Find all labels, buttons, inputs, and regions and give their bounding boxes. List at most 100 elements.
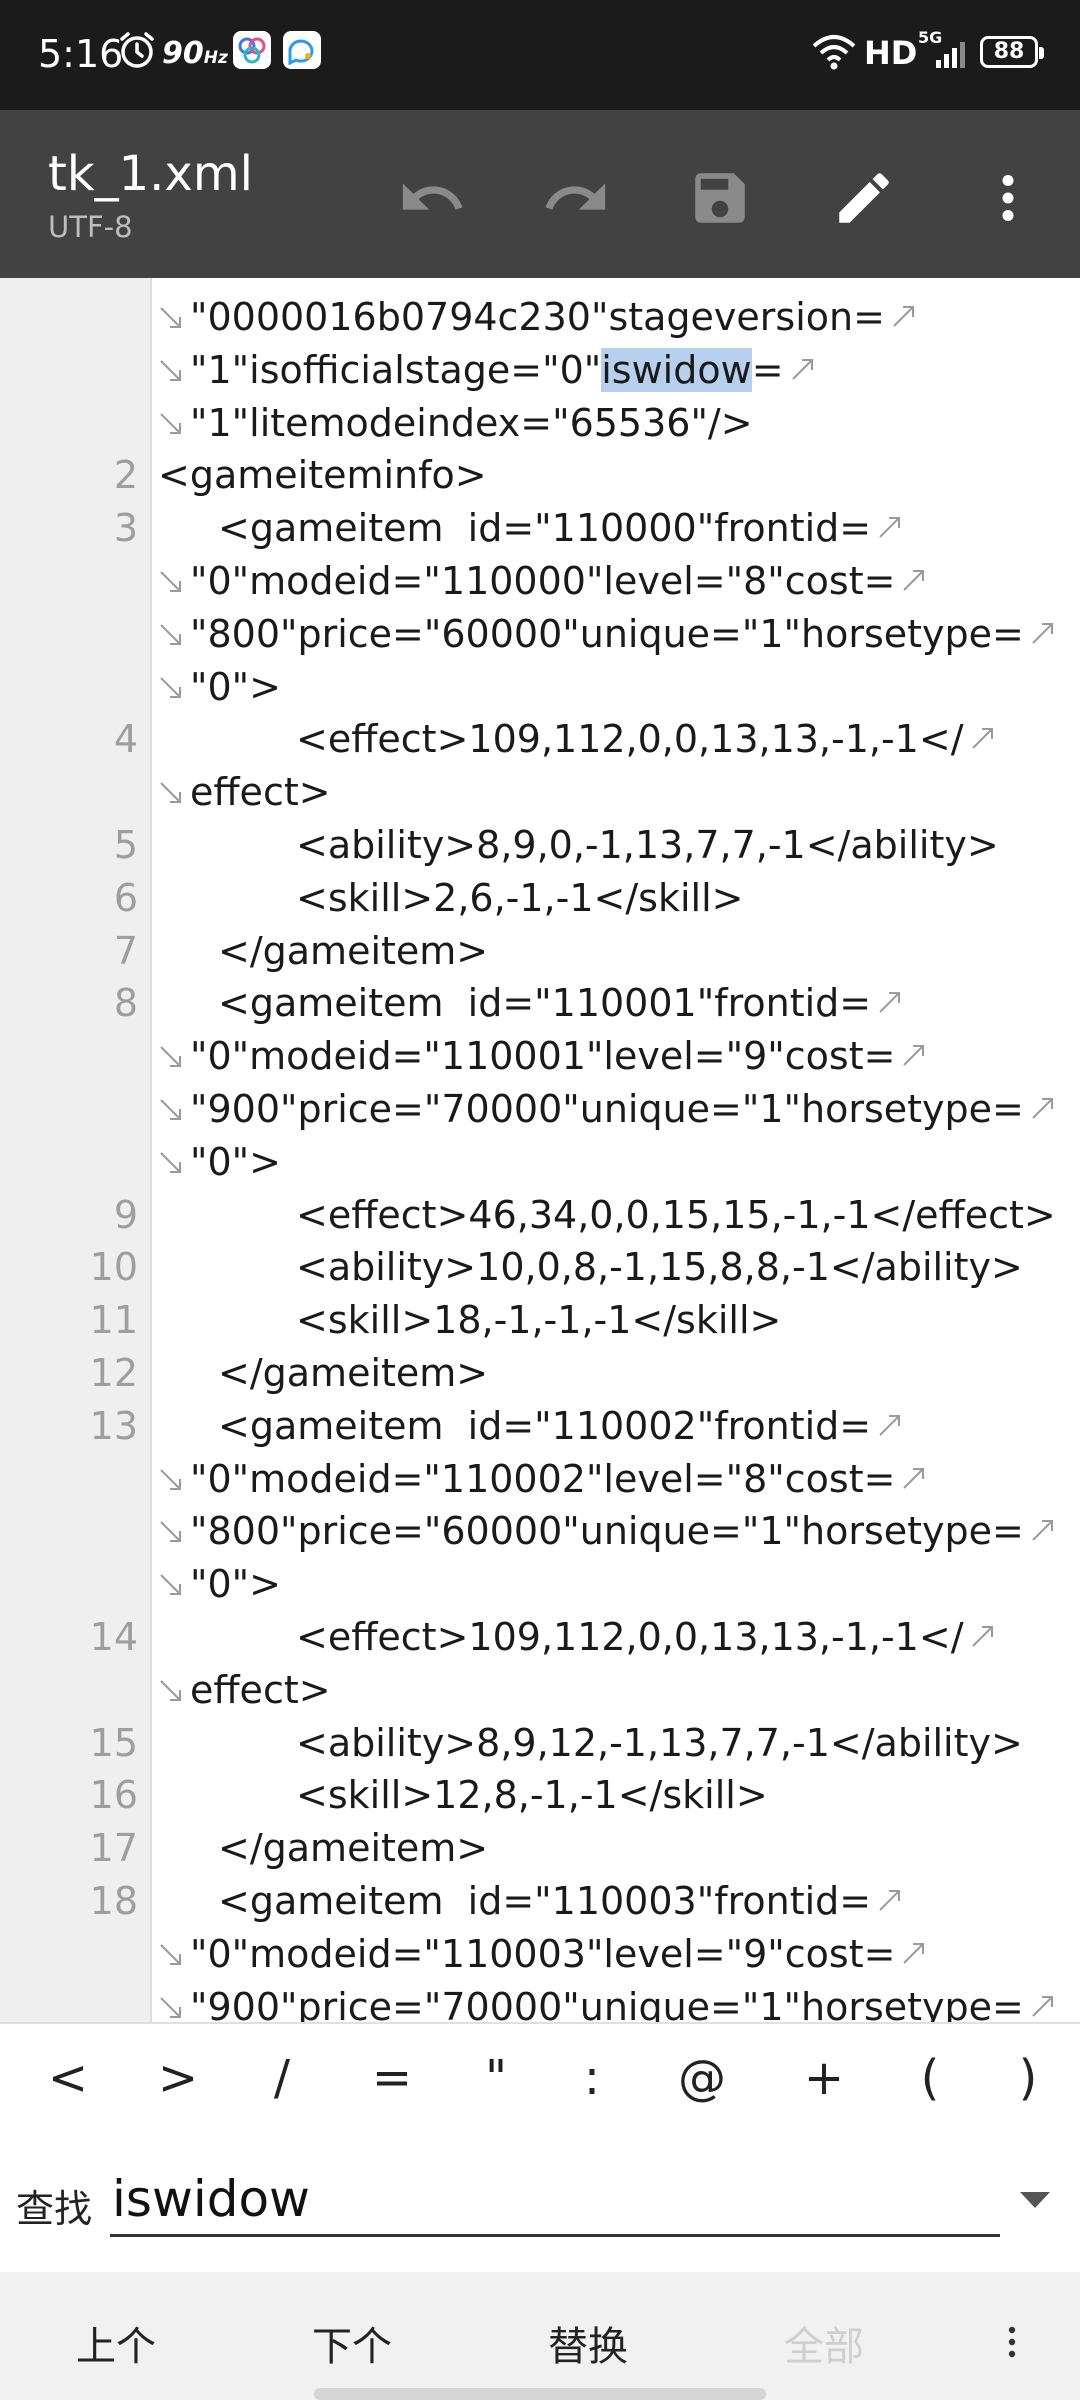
symbol-key-quote[interactable]: " bbox=[484, 2050, 508, 2106]
symbol-key-at[interactable]: @ bbox=[678, 2050, 726, 2106]
line-number: 17 bbox=[89, 1826, 138, 1871]
line-text: </gameitem> bbox=[218, 928, 489, 973]
find-input[interactable] bbox=[110, 2164, 1000, 2237]
symbol-key-colon[interactable]: : bbox=[583, 2050, 601, 2106]
editor-line-continuation[interactable]: "0"modeid="110003"level="9"cost= bbox=[0, 1928, 1080, 1981]
find-next-button[interactable]: 下个 bbox=[312, 2324, 392, 2370]
line-number-gutter bbox=[0, 278, 152, 2022]
editor-line[interactable]: 8 <gameitem id="110001"frontid= bbox=[0, 977, 1080, 1030]
edit-button[interactable] bbox=[826, 160, 902, 236]
editor-line-continuation[interactable]: "0"modeid="110001"level="9"cost= bbox=[0, 1030, 1080, 1083]
line-number: 7 bbox=[113, 928, 138, 973]
editor-line[interactable]: 15 <ability>8,9,12,-1,13,7,7,-1</ability> bbox=[0, 1717, 1080, 1770]
editor-line-continuation[interactable]: "0"modeid="110000"level="8"cost= bbox=[0, 555, 1080, 608]
editor-line[interactable]: 3<gameitem id="110000"frontid= bbox=[0, 502, 1080, 555]
editor-line[interactable]: 18<gameitem id="110003"frontid= bbox=[0, 1875, 1080, 1928]
symbol-key-plus[interactable]: + bbox=[803, 2050, 845, 2106]
chat-notification-icon bbox=[282, 30, 322, 74]
wrap-continuation-icon bbox=[158, 1942, 188, 1976]
wrap-indicator-icon bbox=[875, 1410, 905, 1444]
line-text: <ability>10,0,8,-1,15,8,8,-1</ability> bbox=[296, 1245, 1023, 1290]
wrap-continuation-icon bbox=[158, 622, 188, 656]
editor-line[interactable]: 16<skill>12,8,-1,-1</skill> bbox=[0, 1769, 1080, 1822]
line-number: 3 bbox=[113, 506, 138, 551]
wrap-continuation-icon bbox=[158, 1150, 188, 1184]
editor-line[interactable]: 10<ability>10,0,8,-1,15,8,8,-1</ability> bbox=[0, 1241, 1080, 1294]
editor-line[interactable]: 2<gameiteminfo> bbox=[0, 449, 1080, 502]
line-text: "800"price="60000"unique="1"horsetype= bbox=[190, 611, 1024, 656]
replace-button[interactable]: 替换 bbox=[548, 2324, 628, 2370]
redo-button[interactable] bbox=[538, 160, 614, 236]
line-number: 8 bbox=[113, 981, 138, 1026]
line-text: effect> bbox=[190, 1667, 331, 1712]
find-previous-button[interactable]: 上个 bbox=[76, 2324, 156, 2370]
status-time: 5:16 bbox=[38, 32, 124, 76]
code-editor[interactable]: "0000016b0794c230"stageversion="1"isoffi… bbox=[0, 278, 1080, 2022]
editor-line-continuation[interactable]: "0000016b0794c230"stageversion= bbox=[0, 291, 1080, 344]
network-type: HD bbox=[864, 34, 918, 72]
symbol-key-equals[interactable]: = bbox=[371, 2050, 413, 2106]
editor-line-continuation[interactable]: effect> bbox=[0, 1664, 1080, 1717]
wrap-indicator-icon bbox=[889, 301, 919, 335]
save-button[interactable] bbox=[682, 160, 758, 236]
line-text: "0"modeid="110001"level="9"cost= bbox=[190, 1034, 896, 1079]
line-text: "0"modeid="110003"level="9"cost= bbox=[190, 1931, 896, 1976]
wrap-indicator-icon bbox=[899, 1040, 929, 1074]
signal-icon bbox=[936, 42, 966, 72]
line-text: </gameitem> bbox=[218, 1826, 489, 1871]
editor-line-continuation[interactable]: effect> bbox=[0, 766, 1080, 819]
editor-line[interactable]: 17 </gameitem> bbox=[0, 1822, 1080, 1875]
editor-line-continuation[interactable]: "900"price="70000"unique="1"horsetype= bbox=[0, 1083, 1080, 1136]
wrap-indicator-icon bbox=[899, 1463, 929, 1497]
editor-line[interactable]: 5<ability>8,9,0,-1,13,7,7,-1</ability> bbox=[0, 819, 1080, 872]
symbol-key-close-paren[interactable]: ) bbox=[1018, 2050, 1038, 2106]
editor-line-continuation[interactable]: "800"price="60000"unique="1"horsetype= bbox=[0, 608, 1080, 661]
line-text: "0"modeid="110000"level="8"cost= bbox=[190, 559, 896, 603]
wrap-continuation-icon bbox=[158, 305, 188, 339]
symbol-key-open-paren[interactable]: ( bbox=[920, 2050, 940, 2106]
replace-all-button[interactable]: 全部 bbox=[784, 2324, 864, 2370]
find-history-dropdown[interactable] bbox=[1018, 2190, 1052, 2214]
editor-line[interactable]: 13<gameitem id="110002"frontid= bbox=[0, 1400, 1080, 1453]
app-notification-icon bbox=[232, 30, 272, 74]
line-text: <ability>8,9,0,-1,13,7,7,-1</ability> bbox=[296, 823, 999, 867]
more-options-button[interactable] bbox=[970, 160, 1046, 236]
editor-line-continuation[interactable]: "0"modeid="110002"level="8"cost= bbox=[0, 1453, 1080, 1506]
undo-button[interactable] bbox=[394, 160, 470, 236]
find-bar: 查找 bbox=[0, 2130, 1080, 2272]
line-text: effect> bbox=[190, 770, 331, 815]
battery-indicator: 88 bbox=[980, 36, 1044, 68]
symbol-key-lt[interactable]: < bbox=[47, 2050, 89, 2106]
action-more-button[interactable] bbox=[1000, 2324, 1024, 2364]
editor-line[interactable]: 14<effect>109,112,0,0,13,13,-1,-1</ bbox=[0, 1611, 1080, 1664]
more-vert-icon bbox=[1008, 2326, 1016, 2358]
symbol-key-slash[interactable]: / bbox=[273, 2050, 291, 2106]
network-gen: 5G bbox=[918, 28, 943, 47]
line-text: <effect>109,112,0,0,13,13,-1,-1</ bbox=[296, 717, 964, 762]
editor-line-continuation[interactable]: "900"price="70000"unique="1"horsetype= bbox=[0, 1981, 1080, 2022]
line-number: 15 bbox=[89, 1720, 138, 1765]
editor-line-continuation[interactable]: "800"price="60000"unique="1"horsetype= bbox=[0, 1505, 1080, 1558]
app-toolbar: tk_1.xml UTF-8 bbox=[0, 110, 1080, 278]
editor-line-continuation[interactable]: "0"> bbox=[0, 1558, 1080, 1611]
editor-line-continuation[interactable]: "0"> bbox=[0, 1136, 1080, 1189]
editor-line-continuation[interactable]: "0"> bbox=[0, 661, 1080, 714]
editor-line[interactable]: 4 <effect>109,112,0,0,13,13,-1,-1</ bbox=[0, 713, 1080, 766]
line-number: 14 bbox=[89, 1615, 138, 1659]
editor-line[interactable]: 12</gameitem> bbox=[0, 1347, 1080, 1400]
line-text: <ability>8,9,12,-1,13,7,7,-1</ability> bbox=[296, 1720, 1023, 1765]
editor-line[interactable]: 6<skill>2,6,-1,-1</skill> bbox=[0, 872, 1080, 925]
gesture-bar bbox=[314, 2388, 766, 2400]
line-number: 13 bbox=[89, 1403, 138, 1448]
symbol-key-gt[interactable]: > bbox=[157, 2050, 199, 2106]
editor-line[interactable]: 7 </gameitem> bbox=[0, 925, 1080, 978]
editor-line[interactable]: 9<effect>46,34,0,0,15,15,-1,-1</effect> bbox=[0, 1189, 1080, 1242]
editor-line-continuation[interactable]: "1"isofficialstage="0"iswidow= bbox=[0, 344, 1080, 397]
editor-line[interactable]: 11<skill>18,-1,-1,-1</skill> bbox=[0, 1294, 1080, 1347]
editor-line-continuation[interactable]: "1"litemodeindex="65536"/> bbox=[0, 397, 1080, 450]
line-text: <gameitem id="110001"frontid= bbox=[218, 981, 872, 1026]
wrap-continuation-icon bbox=[158, 1995, 188, 2022]
line-number: 4 bbox=[113, 717, 138, 762]
wrap-indicator-icon bbox=[899, 1938, 929, 1972]
wrap-indicator-icon bbox=[968, 1621, 998, 1655]
